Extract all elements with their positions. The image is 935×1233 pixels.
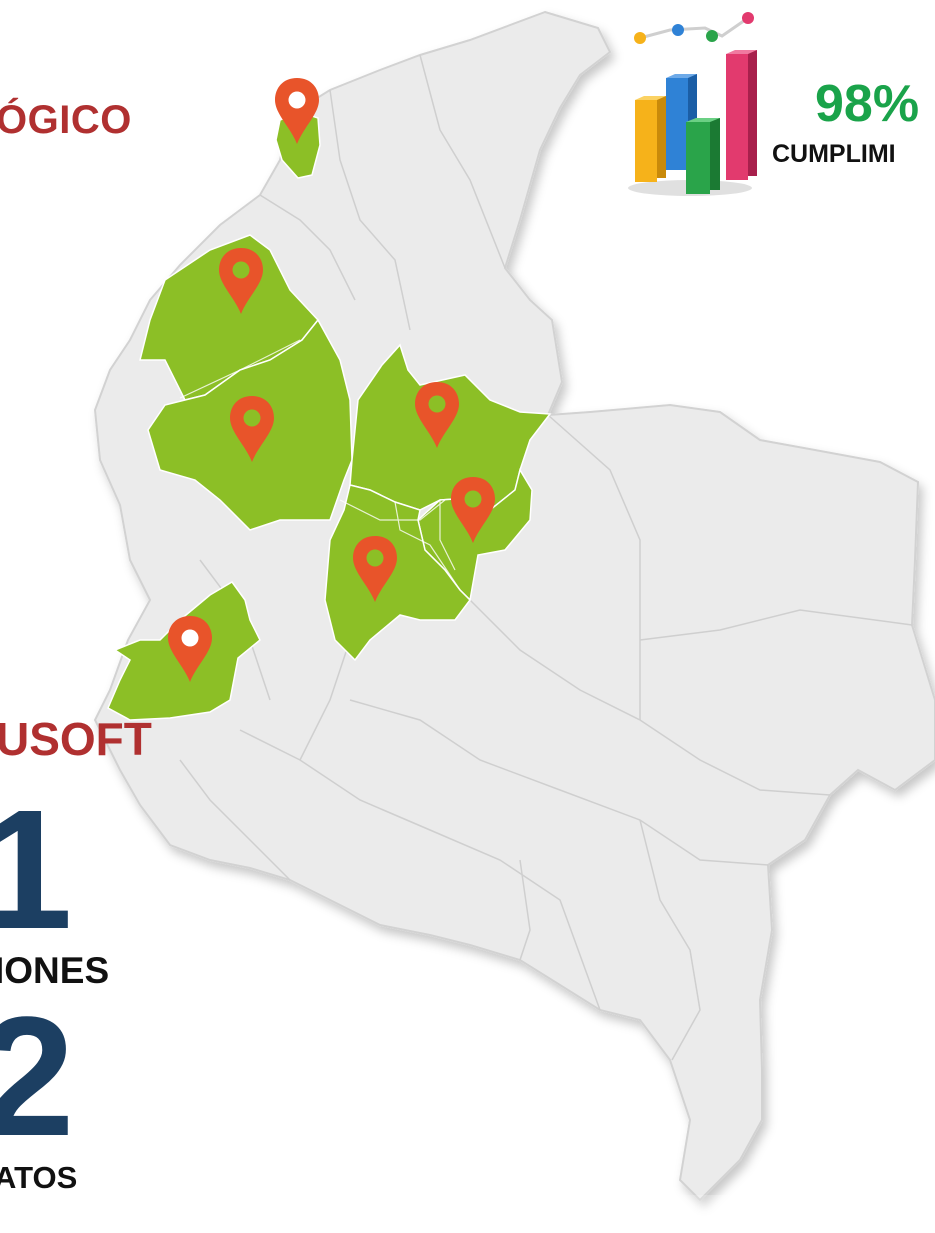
department-borders — [179, 54, 913, 1061]
compliance-label: CUMPLIMI — [772, 140, 896, 168]
map-marker-icon[interactable] — [168, 616, 212, 682]
markers — [168, 78, 495, 682]
stat-value-2: 2 — [0, 982, 75, 1172]
stat-value-1: 1 — [0, 775, 73, 965]
compliance-percent: 98% — [815, 75, 920, 133]
map-marker-icon[interactable] — [219, 248, 263, 314]
company-name: USOFT — [0, 713, 152, 765]
bar-chart-icon — [628, 12, 757, 196]
map-marker-icon[interactable] — [451, 477, 495, 543]
bottom-fade — [640, 1195, 935, 1233]
region-cundinamarca — [324, 484, 471, 662]
map-marker-icon[interactable] — [275, 78, 319, 144]
stat-label-2: ATOS — [0, 1160, 78, 1195]
region-borders — [179, 339, 461, 591]
map-marker-icon[interactable] — [415, 382, 459, 448]
map-marker-icon[interactable] — [353, 536, 397, 602]
map-marker-icon[interactable] — [230, 396, 274, 462]
title-text: ÓGICO — [0, 98, 132, 142]
stat-label-1: IONES — [0, 950, 110, 991]
